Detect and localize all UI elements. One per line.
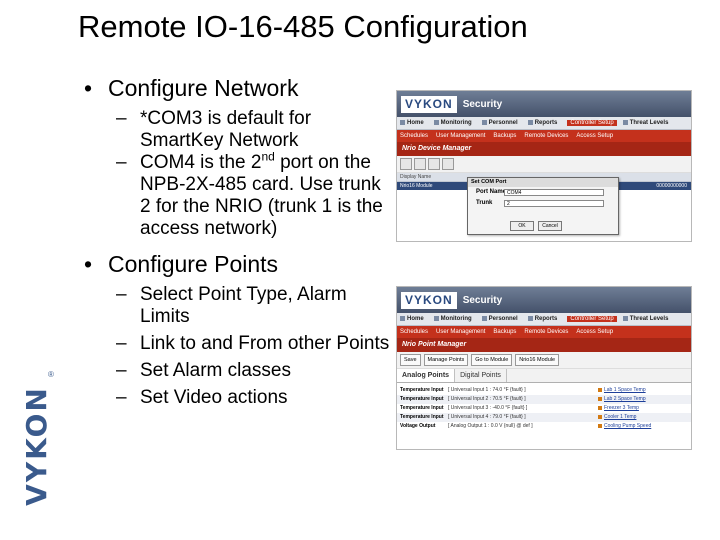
device-toolbar <box>397 156 691 173</box>
sub-bullet-com3: *COM3 is default for SmartKey Network <box>116 108 390 152</box>
brand-logo: VYKON <box>401 95 457 113</box>
subnav-schedules[interactable]: Schedules <box>400 329 429 335</box>
app-header: VYKON Security <box>397 91 691 117</box>
app-header: VYKON Security <box>397 287 691 313</box>
point-manager-screenshot: VYKON Security Home Monitoring Personnel… <box>396 286 692 450</box>
subnav-schedules[interactable]: Schedules <box>400 133 429 139</box>
cancel-button[interactable]: Cancel <box>538 221 562 231</box>
tab-analog-points[interactable]: Analog Points <box>397 369 456 382</box>
nav-threat-levels[interactable]: Threat Levels <box>622 315 668 322</box>
table-row[interactable]: Voltage Output [ Analog Output 1 : 0.0 V… <box>397 422 691 431</box>
toolbar-icon[interactable] <box>414 158 426 170</box>
port-name-field[interactable]: COM4 <box>504 189 604 196</box>
registered-mark: ® <box>48 370 54 379</box>
nav-controller-setup[interactable]: Controller Setup <box>567 316 617 322</box>
toolbar-icon[interactable] <box>442 158 454 170</box>
point-value: [ Universal Input 2 : 70.5 °F {fault} ] <box>448 396 526 402</box>
ok-button[interactable]: OK <box>510 221 534 231</box>
points-tabs: Analog Points Digital Points <box>397 369 691 383</box>
table-row[interactable]: Temperature Input [ Universal Input 4 : … <box>397 413 691 422</box>
point-name: Temperature Input <box>400 396 444 402</box>
sub-bullet-video-actions: Set Video actions <box>116 387 390 409</box>
point-name: Voltage Output <box>400 423 436 429</box>
brand-logo: VYKON <box>401 291 457 309</box>
subnav-remote-devices[interactable]: Remote Devices <box>524 133 569 139</box>
table-row[interactable]: Temperature Input [ Universal Input 1 : … <box>397 386 691 395</box>
app-label: Security <box>462 98 503 110</box>
bullet-configure-points: Configure Points <box>84 250 384 278</box>
points-toolbar: Save Manage Points Go to Module Nrio16 M… <box>397 352 691 369</box>
subnav-user-management[interactable]: User Management <box>436 133 486 139</box>
go-to-module-button[interactable]: Go to Module <box>471 354 513 366</box>
manager-title: Nrio Device Manager <box>397 142 691 156</box>
sub-nav: Schedules User Management Backups Remote… <box>397 130 691 142</box>
sub-bullet-alarm-classes: Set Alarm classes <box>116 360 390 382</box>
dialog-title: Set COM Port <box>468 178 618 187</box>
sub-bullet-com4-pre: COM4 is the 2 <box>140 152 262 173</box>
grid-row-name: Nrio16 Module <box>400 183 433 189</box>
sub-bullet-com4-sup: nd <box>261 149 275 164</box>
main-nav: Home Monitoring Personnel Reports Contro… <box>397 313 691 326</box>
nav-home[interactable]: Home <box>400 315 424 322</box>
device-manager-screenshot: VYKON Security Home Monitoring Personnel… <box>396 90 692 242</box>
vykon-logo-text: VYKON <box>20 386 53 506</box>
sub-bullet-com4-post: port on the NPB-2X-485 card. Use trunk 2… <box>140 152 383 239</box>
point-value: [ Universal Input 1 : 74.0 °F {fault} ] <box>448 387 526 393</box>
point-link[interactable]: Lab 1 Space Temp <box>598 386 646 395</box>
nav-personnel[interactable]: Personnel <box>481 119 518 126</box>
set-com-port-dialog: Set COM Port Port Name COM4 Trunk 2 OK C… <box>467 177 619 235</box>
manager-title: Nrio Point Manager <box>397 338 691 352</box>
nav-personnel[interactable]: Personnel <box>481 315 518 322</box>
point-link[interactable]: Freezer 3 Temp <box>598 404 639 413</box>
point-link[interactable]: Cooler 1 Temp <box>598 413 636 422</box>
toolbar-icon[interactable] <box>428 158 440 170</box>
save-button[interactable]: Save <box>400 354 421 366</box>
table-row[interactable]: Temperature Input [ Universal Input 2 : … <box>397 395 691 404</box>
point-value: [ Analog Output 1 : 0.0 V {null} @ def ] <box>448 423 533 429</box>
sub-bullet-point-type: Select Point Type, Alarm Limits <box>116 284 390 328</box>
app-label: Security <box>462 294 503 306</box>
sub-bullet-com4: COM4 is the 2nd port on the NPB-2X-485 c… <box>116 149 390 240</box>
trunk-label: Trunk <box>476 200 493 206</box>
nav-threat-levels[interactable]: Threat Levels <box>622 119 668 126</box>
subnav-access-setup[interactable]: Access Setup <box>576 133 614 139</box>
subnav-user-management[interactable]: User Management <box>436 329 486 335</box>
point-value: [ Universal Input 4 : 79.0 °F {fault} ] <box>448 414 526 420</box>
subnav-backups[interactable]: Backups <box>493 329 517 335</box>
trunk-field[interactable]: 2 <box>504 200 604 207</box>
point-value: [ Universal Input 3 : -40.0 °F {fault} ] <box>448 405 528 411</box>
point-name: Temperature Input <box>400 387 444 393</box>
nav-monitoring[interactable]: Monitoring <box>433 119 472 126</box>
bullet-list: Configure Network *COM3 is default for S… <box>84 74 389 409</box>
grid-row-value: 00000000000 <box>656 183 687 189</box>
nrio16-module-button[interactable]: Nrio16 Module <box>515 354 560 366</box>
subnav-remote-devices[interactable]: Remote Devices <box>524 329 569 335</box>
vykon-logo: VYKON ® <box>20 370 54 520</box>
point-name: Temperature Input <box>400 414 444 420</box>
nav-controller-setup[interactable]: Controller Setup <box>567 120 617 126</box>
bullet-configure-network: Configure Network <box>84 74 384 102</box>
point-link[interactable]: Lab 2 Space Temp <box>598 395 646 404</box>
nav-home[interactable]: Home <box>400 119 424 126</box>
nav-reports[interactable]: Reports <box>527 315 557 322</box>
nav-monitoring[interactable]: Monitoring <box>433 315 472 322</box>
subnav-backups[interactable]: Backups <box>493 133 517 139</box>
manage-points-button[interactable]: Manage Points <box>423 354 469 366</box>
point-link[interactable]: Cooling Pump Speed <box>598 422 651 431</box>
toolbar-icon[interactable] <box>400 158 412 170</box>
sub-bullet-link-points: Link to and From other Points <box>116 333 390 355</box>
port-name-label: Port Name <box>476 189 507 195</box>
subnav-access-setup[interactable]: Access Setup <box>576 329 614 335</box>
nav-reports[interactable]: Reports <box>527 119 557 126</box>
sub-nav: Schedules User Management Backups Remote… <box>397 326 691 338</box>
main-nav: Home Monitoring Personnel Reports Contro… <box>397 117 691 130</box>
point-name: Temperature Input <box>400 405 444 411</box>
tab-digital-points[interactable]: Digital Points <box>455 369 507 382</box>
table-row[interactable]: Temperature Input [ Universal Input 3 : … <box>397 404 691 413</box>
slide-title: Remote IO-16-485 Configuration <box>78 9 528 44</box>
